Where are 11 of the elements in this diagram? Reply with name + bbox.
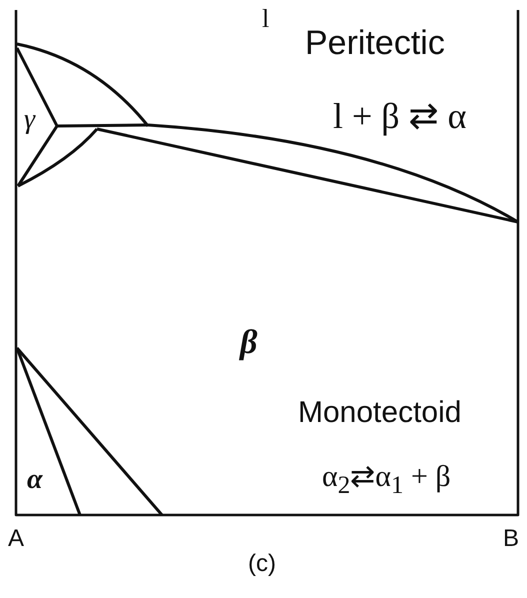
phase-label: β [240,326,258,360]
reaction-equation: α$_{2}$⇄α$_{1}$ + β [322,462,451,498]
figure-caption: (c) [248,552,276,576]
phase-label: l [262,6,270,32]
reaction-equation: l + β ⇄ α [333,98,466,134]
reaction-title: Peritectic [305,26,445,60]
reaction-title: Monotectoid [298,398,462,428]
phase-label: α [27,466,42,494]
phase-label: γ [24,106,36,134]
axis-label: B [503,527,520,551]
axis-label: A [8,527,24,551]
